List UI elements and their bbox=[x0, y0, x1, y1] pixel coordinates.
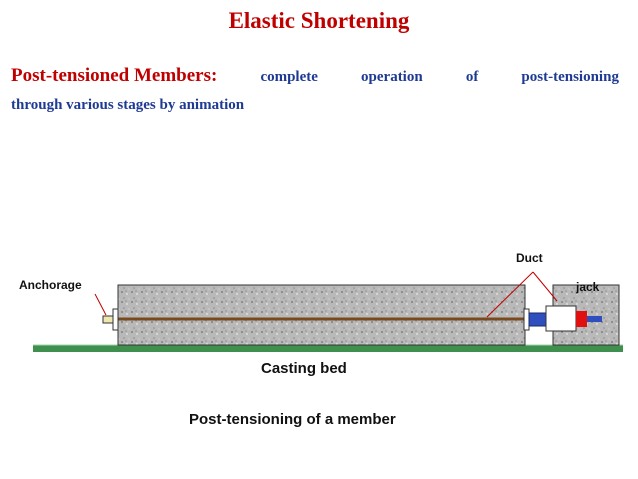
casting-bed-label: Casting bed bbox=[261, 360, 347, 377]
casting-bed bbox=[33, 345, 623, 352]
subtitle-line-2: through various stages by animation bbox=[11, 97, 245, 113]
anchorage-plate bbox=[112, 308, 119, 331]
anchorage-pointer bbox=[94, 293, 107, 316]
subtitle-heading: Post-tensioned Members: bbox=[11, 65, 218, 86]
subtitle-word: post-tensioning bbox=[521, 69, 619, 85]
jack-body bbox=[545, 305, 577, 332]
jack-label: jack bbox=[576, 280, 600, 294]
duct-pointer bbox=[532, 271, 558, 302]
subtitle: Post-tensioned Members: complete operati… bbox=[11, 62, 619, 119]
anchorage-label: Anchorage bbox=[19, 278, 82, 292]
subtitle-word: of bbox=[465, 69, 479, 85]
jack-rod bbox=[587, 316, 602, 322]
jack-end-cap bbox=[576, 311, 587, 327]
subtitle-word: operation bbox=[361, 69, 423, 85]
concrete-member bbox=[117, 284, 526, 346]
subtitle-line-1: Post-tensioned Members: complete operati… bbox=[11, 62, 619, 91]
duct-label: Duct bbox=[516, 251, 543, 265]
anchorage-wedge bbox=[102, 315, 114, 324]
page-title: Elastic Shortening bbox=[228, 8, 410, 33]
jack-ram bbox=[528, 312, 547, 327]
subtitle-word: complete bbox=[260, 69, 318, 85]
bearing-plate bbox=[523, 308, 530, 331]
duct-pointer bbox=[486, 271, 534, 318]
diagram-caption: Post-tensioning of a member bbox=[189, 411, 396, 428]
